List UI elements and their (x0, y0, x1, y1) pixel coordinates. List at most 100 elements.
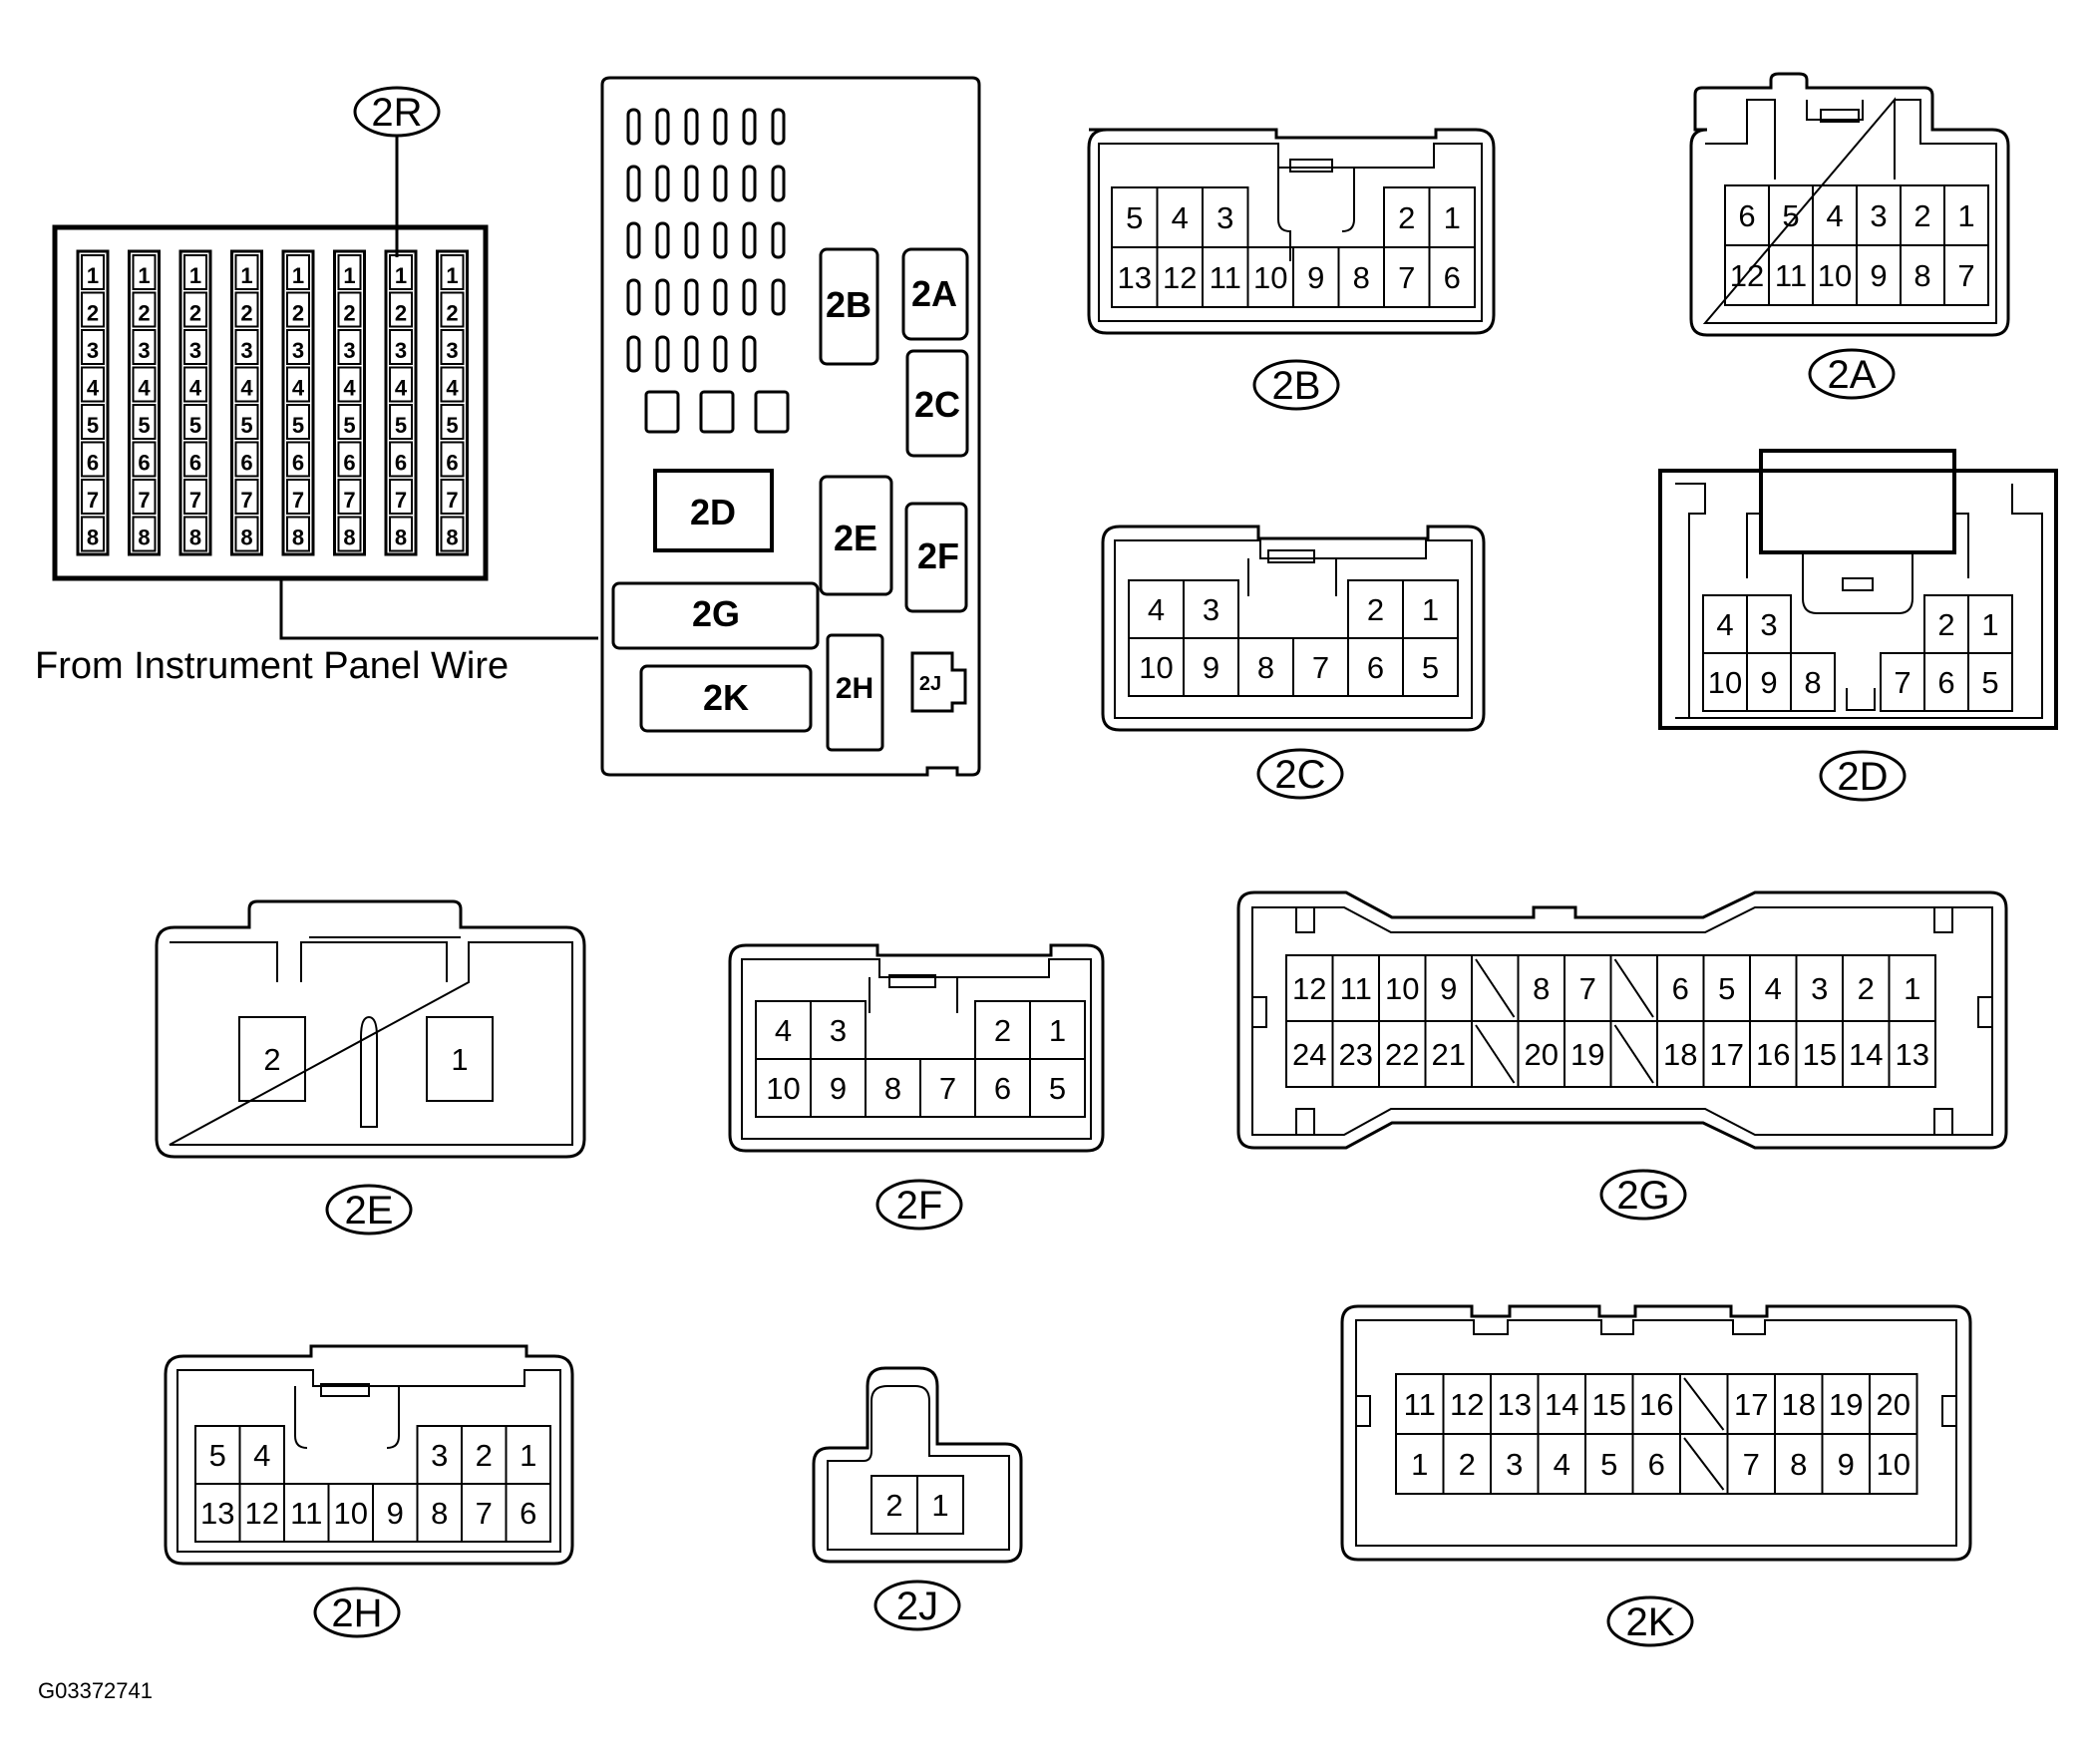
svg-text:9: 9 (1870, 258, 1887, 293)
c2d-pin: 1 (1967, 594, 2013, 654)
connector-2r-pin: 8 (337, 516, 362, 552)
svg-text:11: 11 (1340, 971, 1372, 1006)
block-2d (653, 469, 774, 552)
c2k-pin: 16 (1631, 1373, 1681, 1435)
c2e-pin: 1 (426, 1016, 494, 1102)
c2g-pin: 19 (1564, 1020, 1612, 1088)
connector-2r-pin: 3 (286, 329, 310, 365)
svg-text:5: 5 (87, 413, 99, 438)
svg-text:2: 2 (263, 1042, 280, 1077)
svg-text:2: 2 (1937, 607, 1954, 642)
svg-text:3: 3 (292, 338, 304, 363)
svg-text:7: 7 (446, 488, 458, 513)
svg-text:1: 1 (520, 1438, 536, 1473)
c2h-pin: 10 (327, 1483, 374, 1543)
svg-text:12: 12 (245, 1496, 279, 1531)
c2k-pin: 19 (1821, 1373, 1871, 1435)
svg-text:4: 4 (775, 1013, 792, 1048)
c2f-pin: 1 (1029, 1000, 1086, 1060)
connector-2r-pin: 6 (183, 441, 207, 478)
svg-text:5: 5 (189, 413, 201, 438)
svg-text:6: 6 (1444, 260, 1461, 295)
tag-2a-oval (1808, 348, 1896, 400)
connector-2d-housing (1658, 469, 2058, 730)
c2b-pin: 13 (1111, 246, 1159, 308)
connector-2k-housing (1340, 1304, 1972, 1562)
connector-2r-pin: 4 (286, 366, 310, 403)
c2g-pin: 5 (1702, 954, 1751, 1022)
tag-2j: 2J (896, 1585, 938, 1628)
connector-2r-pin: 6 (389, 441, 413, 478)
svg-text:8: 8 (1804, 665, 1821, 700)
tag-2h-oval (313, 1587, 401, 1638)
tag-2e-oval (325, 1184, 413, 1235)
connector-2r-pin: 3 (234, 329, 259, 365)
connector-2r-pin: 2 (234, 291, 259, 328)
connector-2c-housing (1101, 525, 1486, 732)
c2a-pin: 2 (1900, 184, 1945, 246)
tag-2k: 2K (1626, 1600, 1675, 1644)
svg-text:10: 10 (1139, 650, 1173, 685)
svg-text:7: 7 (1398, 260, 1415, 295)
c2g-pin: 21 (1424, 1020, 1473, 1088)
svg-text:12: 12 (1292, 971, 1326, 1006)
svg-text:20: 20 (1877, 1387, 1911, 1422)
svg-text:1: 1 (343, 263, 355, 288)
svg-text:2: 2 (885, 1488, 902, 1523)
connector-2r-pin: 2 (440, 291, 465, 328)
c2k-pin: 11 (1395, 1373, 1445, 1435)
block-2g-label: 2G (692, 593, 740, 634)
c2k-pin: 6 (1631, 1433, 1681, 1495)
svg-text:7: 7 (1579, 971, 1596, 1006)
c2c-pin: 9 (1183, 637, 1239, 697)
connector-2r-pin: 3 (183, 329, 207, 365)
c2a-pin: 9 (1856, 244, 1902, 306)
c2k-pin: 5 (1584, 1433, 1634, 1495)
svg-text:1: 1 (451, 1042, 468, 1077)
connector-2r-pin: 3 (132, 329, 157, 365)
fuse-slot (684, 165, 699, 202)
svg-text:6: 6 (1672, 971, 1689, 1006)
svg-text:6: 6 (343, 451, 355, 476)
svg-text:6: 6 (138, 451, 150, 476)
c2a-pin: 8 (1900, 244, 1945, 306)
svg-text:22: 22 (1385, 1037, 1419, 1072)
svg-text:5: 5 (1718, 971, 1735, 1006)
svg-text:11: 11 (1404, 1387, 1436, 1422)
connector-2r-pin: 1 (132, 254, 157, 290)
svg-text:3: 3 (1506, 1447, 1523, 1482)
connector-2r-pin: 6 (440, 441, 465, 478)
fuse-slot (771, 108, 786, 146)
svg-text:6: 6 (1367, 650, 1384, 685)
connector-2b-housing (1087, 128, 1496, 335)
connector-2r-pin: 5 (286, 404, 310, 440)
svg-text:6: 6 (1648, 1447, 1665, 1482)
svg-text:8: 8 (240, 526, 252, 550)
svg-text:2: 2 (138, 301, 150, 326)
c2k-pin (1679, 1373, 1729, 1435)
c2k-pin: 18 (1774, 1373, 1824, 1435)
svg-text:7: 7 (1312, 650, 1329, 685)
svg-text:7: 7 (476, 1496, 493, 1531)
fuse-slot (684, 221, 699, 259)
svg-text:2: 2 (1459, 1447, 1476, 1482)
c2k-pin: 3 (1490, 1433, 1540, 1495)
c2a-pin: 10 (1812, 244, 1858, 306)
c2f-pin: 7 (919, 1058, 976, 1118)
connector-2r-pin: 8 (81, 516, 105, 552)
connector-2g-housing (1236, 890, 2008, 1150)
block-2k (639, 664, 813, 733)
fuse-grid (626, 108, 786, 373)
c2d-pin: 3 (1746, 594, 1792, 654)
svg-text:12: 12 (1730, 258, 1764, 293)
c2h-pin: 8 (416, 1483, 463, 1543)
svg-text:4: 4 (395, 376, 408, 401)
connector-2r-pin: 7 (183, 479, 207, 515)
svg-text:4: 4 (138, 376, 151, 401)
c2k-pin: 13 (1490, 1373, 1540, 1435)
